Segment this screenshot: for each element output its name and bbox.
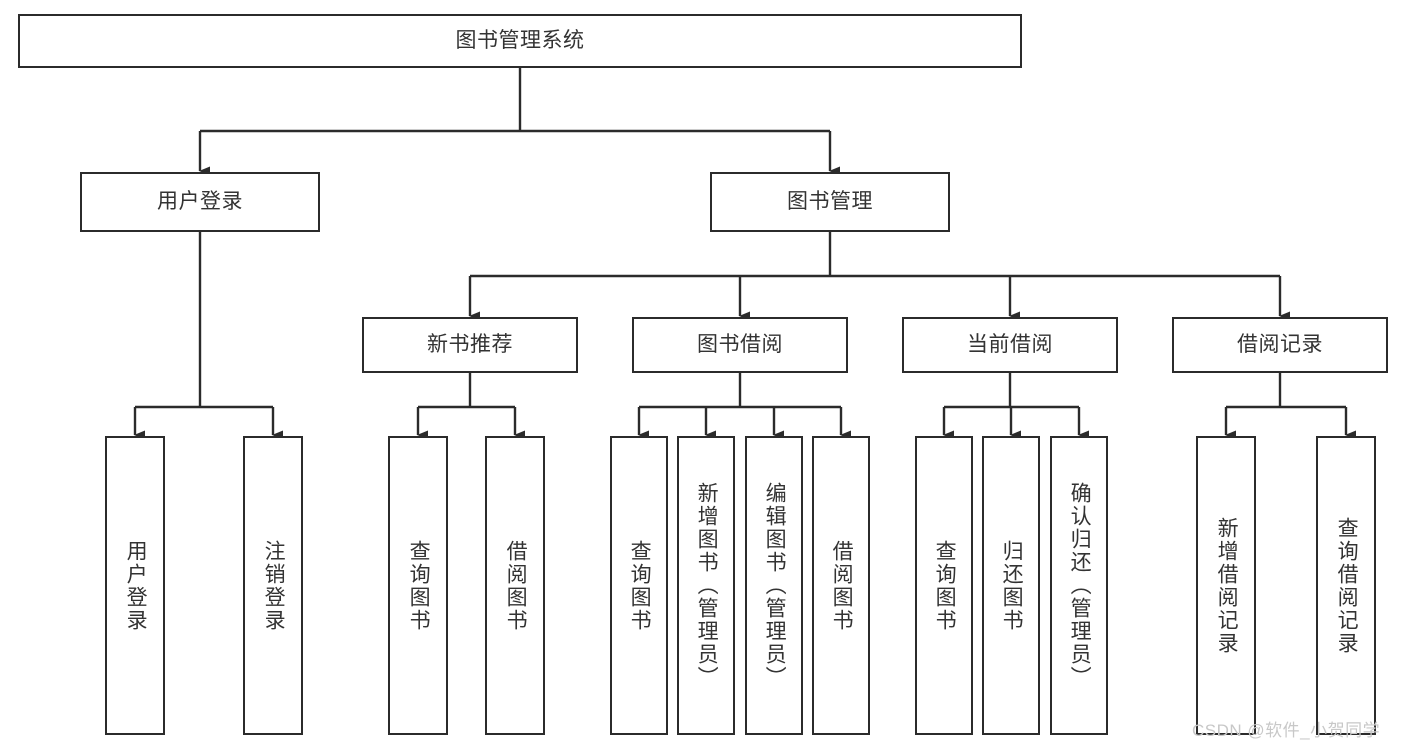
leaf-logout-label: 注销登录 xyxy=(262,539,286,632)
leaf-query-book-current-label: 查询图书 xyxy=(933,539,957,632)
leaf-return-book[interactable]: 归还图书 xyxy=(982,436,1040,735)
node-new-book-recommend[interactable]: 新书推荐 xyxy=(362,317,578,373)
leaf-add-borrow-record-label: 新增借阅记录 xyxy=(1215,516,1239,655)
leaf-query-borrow-record-label: 查询借阅记录 xyxy=(1335,516,1359,655)
node-user-login[interactable]: 用户登录 xyxy=(80,172,320,232)
node-borrow-record-label: 借阅记录 xyxy=(1237,333,1323,357)
node-current-borrow-label: 当前借阅 xyxy=(967,333,1053,357)
leaf-add-book-admin[interactable]: 新增图书（管理员） xyxy=(677,436,735,735)
leaf-query-book-recommend[interactable]: 查询图书 xyxy=(388,436,448,735)
node-book-borrow-label: 图书借阅 xyxy=(697,333,783,357)
node-new-book-recommend-label: 新书推荐 xyxy=(427,333,513,357)
node-book-borrow[interactable]: 图书借阅 xyxy=(632,317,848,373)
leaf-query-book-current[interactable]: 查询图书 xyxy=(915,436,973,735)
node-root[interactable]: 图书管理系统 xyxy=(18,14,1022,68)
leaf-borrow-book-label: 借阅图书 xyxy=(830,539,854,632)
leaf-user-login[interactable]: 用户登录 xyxy=(105,436,165,735)
leaf-add-borrow-record[interactable]: 新增借阅记录 xyxy=(1196,436,1256,735)
node-root-label: 图书管理系统 xyxy=(455,29,585,53)
node-book-management[interactable]: 图书管理 xyxy=(710,172,950,232)
leaf-logout[interactable]: 注销登录 xyxy=(243,436,303,735)
leaf-query-book-label: 查询图书 xyxy=(628,539,652,632)
leaf-add-book-admin-label: 新增图书（管理员） xyxy=(695,482,719,689)
leaf-borrow-book[interactable]: 借阅图书 xyxy=(812,436,870,735)
node-user-login-label: 用户登录 xyxy=(157,190,243,214)
leaf-query-book-recommend-label: 查询图书 xyxy=(407,539,431,632)
leaf-query-book[interactable]: 查询图书 xyxy=(610,436,668,735)
node-current-borrow[interactable]: 当前借阅 xyxy=(902,317,1118,373)
leaf-query-borrow-record[interactable]: 查询借阅记录 xyxy=(1316,436,1376,735)
csdn-watermark: CSDN @软件_小贺同学 xyxy=(1192,721,1381,740)
leaf-user-login-label: 用户登录 xyxy=(124,539,148,632)
leaf-edit-book-admin-label: 编辑图书（管理员） xyxy=(763,482,787,689)
leaf-confirm-return-admin[interactable]: 确认归还（管理员） xyxy=(1050,436,1108,735)
node-borrow-record[interactable]: 借阅记录 xyxy=(1172,317,1388,373)
leaf-borrow-book-recommend-label: 借阅图书 xyxy=(504,539,528,632)
node-book-management-label: 图书管理 xyxy=(787,190,873,214)
leaf-borrow-book-recommend[interactable]: 借阅图书 xyxy=(485,436,545,735)
leaf-return-book-label: 归还图书 xyxy=(1000,539,1024,632)
leaf-confirm-return-admin-label: 确认归还（管理员） xyxy=(1068,482,1092,689)
connector-group xyxy=(133,68,1356,440)
leaf-edit-book-admin[interactable]: 编辑图书（管理员） xyxy=(745,436,803,735)
